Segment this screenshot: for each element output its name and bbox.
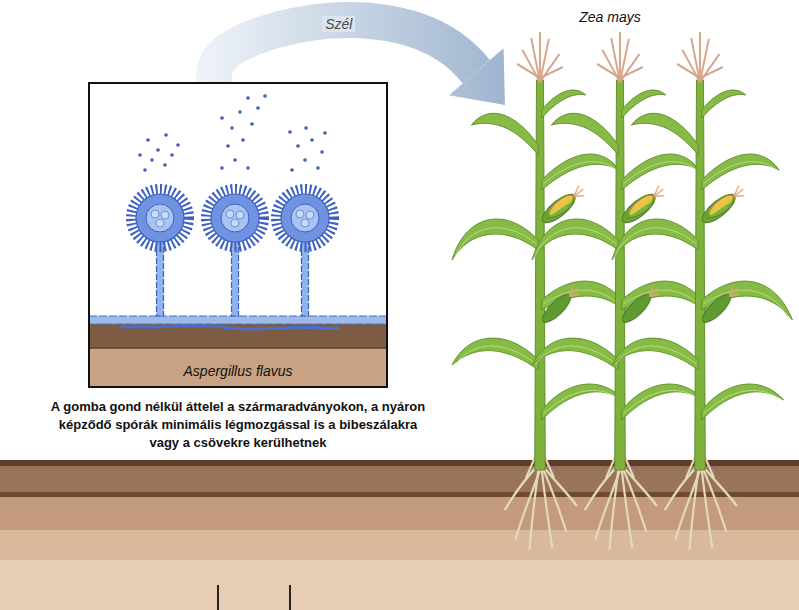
fungus-inset-part-part [233,158,237,162]
fungus-inset-part-part [146,138,150,142]
fungus-inset-part-part [320,150,324,154]
wind-arrow [214,20,505,105]
fungus-inset-part-part [296,144,300,148]
fungus-inset-part-part [310,138,314,142]
fungus-inset-part [120,326,340,329]
species-label: Aspergillus flavus [90,363,386,379]
fungus-inset-part [131,189,189,316]
fungus-inset-part-part [170,153,174,157]
fungus-inset [88,82,388,388]
fungus-inset-part-part [176,143,180,147]
fungus-inset-part-part [323,131,327,135]
fungus-inset-part-part [241,138,245,142]
fungus-inset-part-part [220,166,224,170]
fungus-inset-part-part [250,122,254,126]
fungus-inset-part [138,94,327,172]
fungus-inset-part-part [156,148,160,152]
maize-plants [452,32,792,550]
fungus-inset-part-part [230,126,234,130]
fungus-inset-part-part [316,166,320,170]
fungus-inset-part-part [238,110,242,114]
fungus-inset-part-part [290,168,294,172]
soil-part [0,530,799,560]
soil [0,460,799,610]
soil-part [0,492,799,497]
fungus-inset-part [89,324,387,348]
fungus-inset-part-part [164,133,168,137]
soil-part [217,585,219,610]
soil-part [289,585,291,610]
fungus-inset-part-part [220,116,224,120]
fungus-inset-part-part [246,166,250,170]
edge-label: Szél [322,16,355,32]
maize-plants-part [452,32,632,550]
soil-part [0,460,799,610]
maize-plants-part [532,32,712,550]
species-label: Zea mays [565,9,655,25]
plant-area: Zea mays [505,5,795,530]
fungus-inset-part-part [150,158,154,162]
fungus-inset-part-part [246,96,250,100]
fungus-inset-part-part [263,94,267,98]
fungus-inset-part-part [256,106,260,110]
fungus-inset-part [276,189,334,316]
inset-box: Aspergillus flavusA gomba gond nélkül át… [88,82,388,388]
fungus-inset-part-part [303,158,307,162]
fungus-inset-part-part [226,144,230,148]
fungus-inset-part-part [163,163,167,167]
fungus-inset-part [89,316,387,324]
fungus-inset-part [88,82,388,388]
fungus-inset-part [206,189,264,316]
maize-plants-part [612,32,792,550]
soil-part [0,460,799,466]
fungus-inset-part-part [138,153,142,157]
fungus-inset-part [89,348,387,387]
fungus-inset-part-part [143,168,147,172]
fungus-inset-part [89,347,387,349]
arrow-head [449,48,505,105]
caption-text: A gomba gond nélkül áttelel a szármaradv… [50,398,426,452]
fungus-inset-part-part [304,126,308,130]
fungus-inset-part-part [288,130,292,134]
